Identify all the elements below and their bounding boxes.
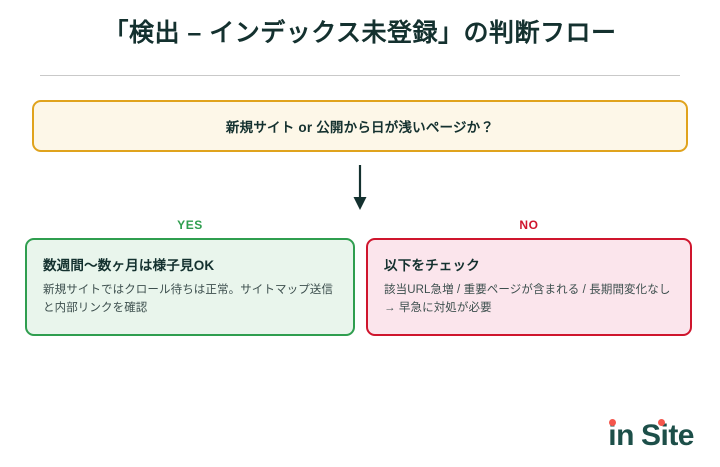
outcome-yes-heading: 数週間〜数ヶ月は様子見OK xyxy=(43,258,215,273)
brand-logo-site: Site xyxy=(640,419,695,452)
logo-dot-icon xyxy=(609,419,617,426)
outcome-yes-body: 新規サイトではクロール待ちは正常。サイトマップ送信と内部リンクを確認 xyxy=(43,284,333,314)
decision-node-question: 新規サイト or 公開から日が浅いページか？ xyxy=(32,100,688,152)
brand-logo-site-text: Site xyxy=(640,419,695,452)
logo-dot-icon xyxy=(657,419,665,426)
branch-label-no: NO xyxy=(519,218,539,232)
outcome-node-no: 以下をチェック 該当URL急増 / 重要ページが含まれる / 長期間変化なし →… xyxy=(366,238,692,336)
page-title: 「検出 – インデックス未登録」の判断フロー xyxy=(103,19,617,47)
brand-logo: in Site xyxy=(608,419,695,452)
branch-label-yes: YES xyxy=(177,218,203,232)
outcome-node-yes: 数週間〜数ヶ月は様子見OK 新規サイトではクロール待ちは正常。サイトマップ送信と… xyxy=(25,238,355,336)
decision-node-label: 新規サイト or 公開から日が浅いページか？ xyxy=(225,120,495,135)
outcome-no-body: 該当URL急増 / 重要ページが含まれる / 長期間変化なし → 早急に対処が必… xyxy=(384,284,671,314)
title-divider xyxy=(40,75,680,76)
outcome-no-heading: 以下をチェック xyxy=(384,258,480,273)
arrow-down-icon xyxy=(340,165,380,211)
brand-logo-in: in xyxy=(608,419,634,451)
